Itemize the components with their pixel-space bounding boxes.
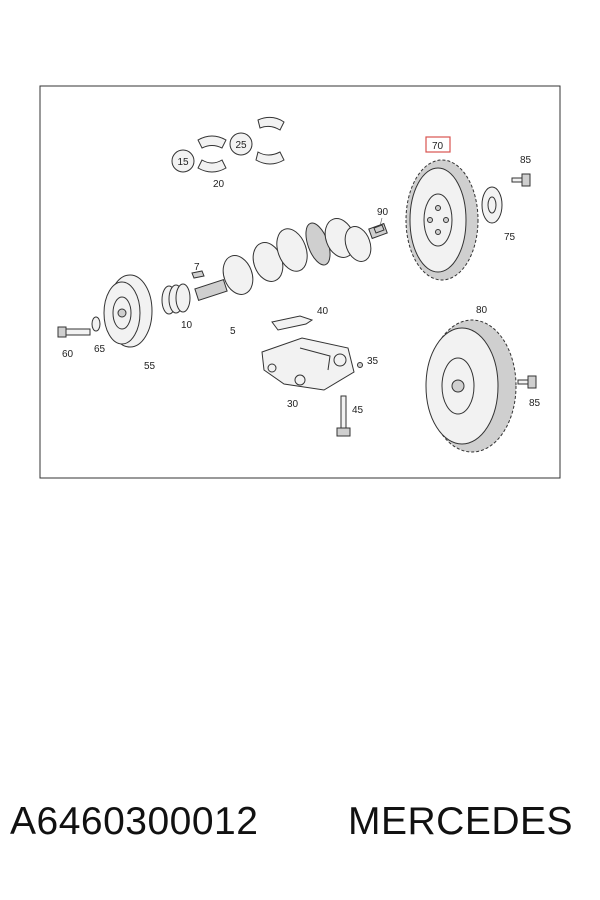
callout-circle-25 — [229, 132, 253, 156]
callout-25: 25 — [235, 140, 247, 151]
crankshaft — [194, 218, 388, 301]
brand-name: MERCEDES — [348, 800, 574, 843]
seal-ring — [357, 362, 363, 368]
bearing-shells — [171, 116, 285, 173]
flywheel-bolt-bottom — [517, 375, 537, 389]
callout-45: 45 — [352, 405, 364, 416]
pump-bolt — [336, 395, 351, 437]
flywheel-bolt-top — [511, 173, 531, 187]
callout-60: 60 — [62, 349, 74, 360]
callout-90: 90 — [377, 207, 389, 218]
damper-bolt — [57, 326, 91, 338]
callout-10: 10 — [181, 320, 193, 331]
callout-55: 55 — [144, 361, 156, 372]
callout-15: 15 — [177, 157, 189, 168]
reinforcement-plate — [481, 186, 503, 224]
callout-75: 75 — [504, 232, 516, 243]
callout-85-bottom: 85 — [529, 398, 541, 409]
flywheel — [405, 159, 479, 281]
dowel-pin — [373, 224, 385, 234]
callout-80: 80 — [476, 305, 488, 316]
vibration-damper — [103, 274, 153, 348]
callout-35: 35 — [367, 356, 379, 367]
callout-65: 65 — [94, 344, 106, 355]
callout-30: 30 — [287, 399, 299, 410]
highlight-box-70 — [425, 136, 451, 153]
callout-85-top: 85 — [520, 155, 532, 166]
callout-20: 20 — [213, 179, 225, 190]
footer: A6460300012 MERCEDES — [0, 800, 600, 860]
dual-mass-flywheel — [425, 319, 517, 453]
callout-7: 7 — [194, 262, 200, 273]
callout-70: 70 — [432, 141, 444, 152]
woodruff-key — [191, 270, 205, 279]
callout-5: 5 — [230, 326, 236, 337]
oil-pump — [261, 337, 355, 391]
part-number: A6460300012 — [10, 800, 259, 843]
callout-circle-15 — [171, 149, 195, 173]
oil-baffle — [271, 315, 314, 331]
damper-washer — [91, 316, 101, 332]
sprocket — [161, 283, 191, 315]
callout-40: 40 — [317, 306, 329, 317]
